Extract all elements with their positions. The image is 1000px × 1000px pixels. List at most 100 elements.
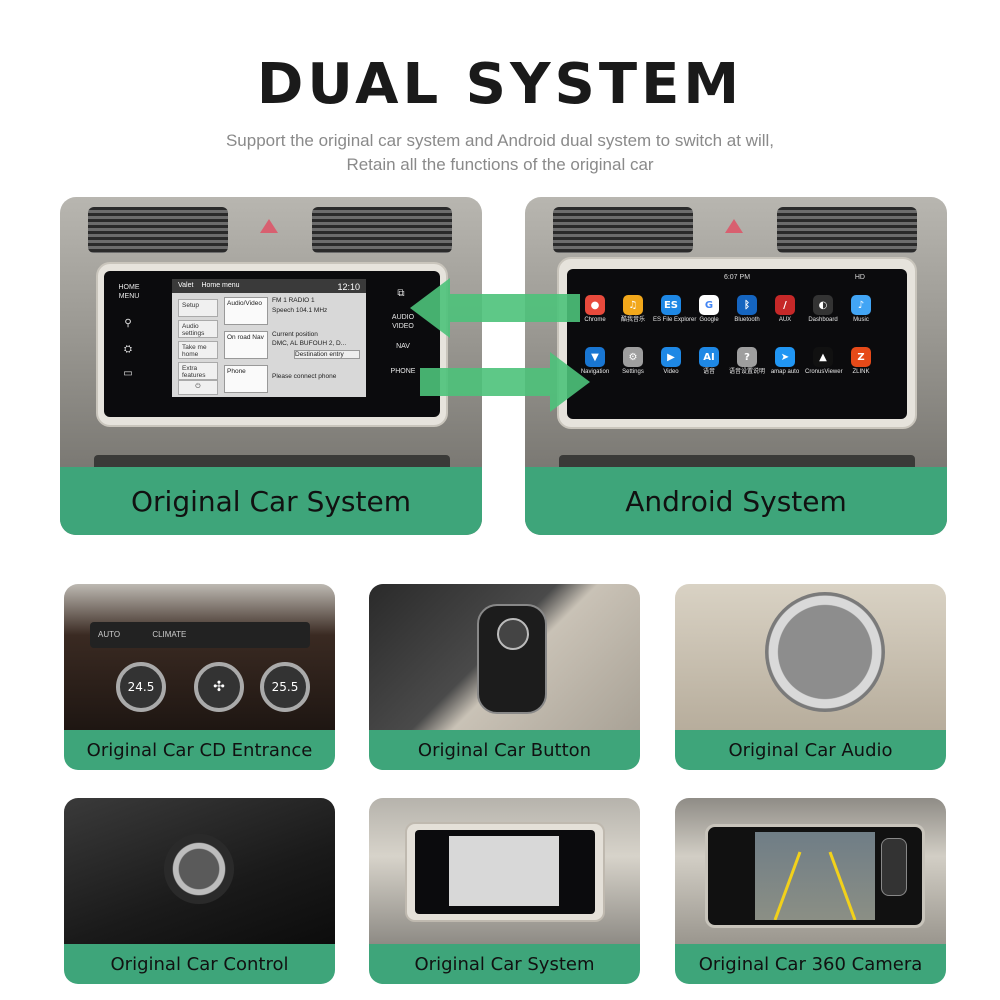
climate-label: CLIMATE — [152, 630, 187, 639]
original-system-image — [369, 798, 640, 944]
current-position-value: DMC, AL BUFOUH 2, D... — [272, 340, 347, 347]
app-label: Settings — [622, 369, 644, 375]
left-temp-dial[interactable]: 24.5 — [116, 662, 166, 712]
dashboard-icon: ◐ — [813, 295, 833, 315]
clock: 12:10 — [337, 282, 360, 292]
app-amap[interactable]: ➤ amap auto — [767, 347, 803, 376]
phone-button[interactable]: PHONE — [390, 368, 416, 375]
card-cd-entrance: AUTO CLIMATE 24.5 ✣ 25.5 Original Car CD… — [64, 584, 335, 770]
card-label: Original Car 360 Camera — [675, 944, 946, 984]
steering-dial[interactable] — [497, 618, 529, 650]
tile-phone[interactable]: Phone — [224, 365, 268, 393]
app-label: Music — [853, 317, 869, 323]
card-system: Original Car System — [369, 798, 640, 984]
video-icon: ▶ — [661, 347, 681, 367]
subtitle-line-1: Support the original car system and Andr… — [225, 131, 775, 150]
gear-selector-knob[interactable] — [164, 834, 234, 904]
app-label: ES File Explorer — [653, 317, 697, 323]
camera-icon[interactable]: ▭ — [123, 368, 133, 379]
card-button: Original Car Button — [369, 584, 640, 770]
app-voice-help[interactable]: ? 语音设置说明 — [729, 347, 765, 376]
tile-audio-video[interactable]: Audio/Video — [224, 297, 268, 325]
nav-button[interactable]: NAV — [396, 343, 410, 350]
app-settings[interactable]: ⚙ Settings — [615, 347, 651, 376]
app-label: CronusViewer — [805, 369, 843, 375]
chrome-icon: ● — [585, 295, 605, 315]
right-temp-dial[interactable]: 25.5 — [260, 662, 310, 712]
speaker-grille — [765, 592, 885, 712]
menu-item-setup[interactable]: Setup — [178, 299, 218, 317]
app-label: ZLINK — [852, 369, 870, 375]
arrow-left-icon — [410, 278, 580, 338]
es-file-icon: ES — [661, 295, 681, 315]
hazard-icon — [725, 219, 743, 233]
card-label: Original Car Control — [64, 944, 335, 984]
hazard-icon — [260, 219, 278, 233]
gear-control-image — [64, 798, 335, 944]
tile-on-road-nav[interactable]: On road Nav — [224, 331, 268, 359]
menu-item-take-me-home[interactable]: Take me home — [178, 341, 218, 359]
status-time: 6:07 PM — [723, 274, 751, 281]
settings-icon: ⚙ — [623, 347, 643, 367]
voice-icon: AI — [699, 347, 719, 367]
valet-tab[interactable]: Valet — [178, 282, 194, 289]
kuwo-music-icon: ♫ — [623, 295, 643, 315]
app-aux[interactable]: /AUX — [767, 295, 803, 324]
menu-item-extra-features[interactable]: Extra features — [178, 362, 218, 380]
navigation-icon: ▼ — [585, 347, 605, 367]
app-dashboard[interactable]: ◐Dashboard — [805, 295, 841, 324]
cronus-viewer-icon: ▲ — [813, 347, 833, 367]
card-360-camera: Original Car 360 Camera — [675, 798, 946, 984]
app-label: 语音设置说明 — [729, 369, 766, 375]
home-menu-button[interactable]: HOME MENU — [118, 284, 140, 300]
power-icon[interactable]: ⏻ — [178, 380, 218, 395]
seat-icon[interactable]: ⚲ — [124, 318, 132, 329]
amap-icon: ➤ — [775, 347, 795, 367]
menu-item-audio-settings[interactable]: Audio settings — [178, 320, 218, 338]
app-navigation[interactable]: ▼Navigation — [577, 347, 613, 376]
camera-view — [755, 832, 875, 921]
app-label: Bluetooth — [734, 317, 760, 323]
page-title: DUAL SYSTEM — [256, 52, 744, 117]
air-vent-right — [777, 207, 917, 253]
subtitle-line-2: Retain all the functions of the original… — [346, 155, 654, 174]
card-label: Original Car Audio — [675, 730, 946, 770]
app-kuwo-music[interactable]: ♫ 酷我音乐 — [615, 295, 651, 324]
card-audio: Original Car Audio — [675, 584, 946, 770]
app-music[interactable]: ♪ Music — [843, 295, 879, 324]
home-menu-screen: Valet Home menu 12:10 Setup Audio settin… — [172, 279, 366, 397]
switch-icon[interactable]: ⧉ — [397, 288, 405, 299]
app-label: 酷我音乐 — [620, 317, 645, 323]
app-video[interactable]: ▶Video — [653, 347, 689, 376]
status-bar: 6:07 PM HD — [569, 271, 905, 285]
car-topview-icon — [881, 838, 907, 896]
audio-video-button[interactable]: AUDIO VIDEO — [391, 314, 415, 330]
hd-badge: HD — [854, 274, 865, 281]
air-vent-left — [88, 207, 228, 253]
original-system-label: Original Car System — [60, 467, 482, 535]
app-cronus-viewer[interactable]: ▲ CronusViewer — [805, 347, 843, 376]
destination-entry-button[interactable]: Destination entry — [294, 350, 360, 359]
card-label: Original Car Button — [369, 730, 640, 770]
car-settings-icon[interactable]: ⛭ — [124, 344, 132, 355]
app-es-file[interactable]: ES ES File Explorer — [653, 295, 697, 324]
android-system-label: Android System — [525, 467, 947, 535]
card-label: Original Car System — [369, 944, 640, 984]
voice-help-icon: ? — [737, 347, 757, 367]
bluetooth-icon: ᛒ — [737, 295, 757, 315]
camera-system-image — [675, 798, 946, 944]
steering-wheel-image — [369, 584, 640, 730]
android-system-panel: 6:07 PM HD ●Chrome ♫ 酷我音乐 ES ES File Explore… — [525, 197, 947, 535]
fan-dial[interactable]: ✣ — [194, 662, 244, 712]
app-label: amap auto — [770, 369, 800, 375]
phone-status: Please connect phone — [272, 373, 337, 380]
app-chrome[interactable]: ●Chrome — [577, 295, 613, 324]
air-vent-left — [553, 207, 693, 253]
app-bluetooth[interactable]: ᛒ Bluetooth — [729, 295, 765, 324]
music-icon: ♪ — [851, 295, 871, 315]
speaker-image — [675, 584, 946, 730]
parking-guide-lines — [773, 851, 857, 921]
